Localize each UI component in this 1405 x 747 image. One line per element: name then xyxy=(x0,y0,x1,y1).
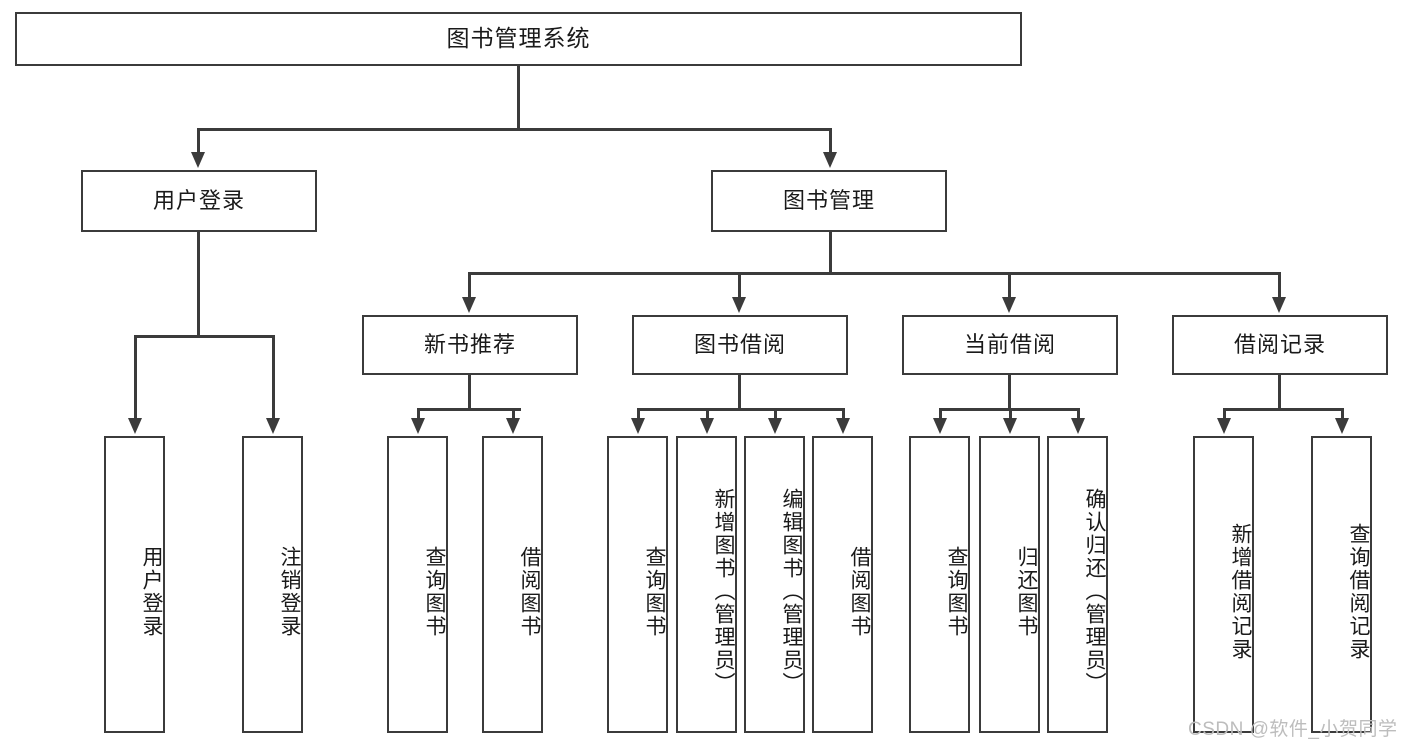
connector-borrow-record-stem xyxy=(1278,375,1281,408)
leaf-borrow-book-new-recommend[interactable]: 借阅图书 xyxy=(482,436,543,733)
connector-root-bar xyxy=(197,128,831,131)
connector-user-login-bar xyxy=(134,335,274,338)
leaf-logout[interactable]: 注销登录 xyxy=(242,436,303,733)
connector-current-borrow-leaf2 xyxy=(1009,408,1012,420)
connector-book-borrow-leaf3 xyxy=(774,408,777,420)
leaf-query-book-new-recommend[interactable]: 查询图书 xyxy=(387,436,448,733)
connector-root-to-book-management xyxy=(829,128,832,154)
connector-book-borrow-leaf2 xyxy=(706,408,709,420)
connector-root-to-user-login xyxy=(197,128,200,154)
arrow-to-new-book-recommend xyxy=(462,297,476,313)
arrow-to-leaf-logout xyxy=(266,418,280,434)
leaf-edit-book-admin[interactable]: 编辑图书（管理员） xyxy=(744,436,805,733)
connector-current-borrow-leaf3 xyxy=(1077,408,1080,420)
leaf-query-book-current[interactable]: 查询图书 xyxy=(909,436,970,733)
arrow-to-leaf-return-book xyxy=(1003,418,1017,434)
node-root-book-management-system[interactable]: 图书管理系统 xyxy=(15,12,1022,66)
arrow-to-user-login xyxy=(191,152,205,168)
csdn-watermark: CSDN @软件_小贺同学 xyxy=(1188,719,1398,740)
connector-new-book-leaf1 xyxy=(417,408,420,420)
leaf-query-book-borrow[interactable]: 查询图书 xyxy=(607,436,668,733)
arrow-to-leaf-confirm-return xyxy=(1071,418,1085,434)
arrow-to-book-management xyxy=(823,152,837,168)
connector-user-login-leaf1 xyxy=(134,335,137,420)
node-current-borrow[interactable]: 当前借阅 xyxy=(902,315,1118,375)
connector-current-borrow-bar xyxy=(939,408,1078,411)
connector-borrow-record-bar xyxy=(1223,408,1343,411)
connector-root-stem xyxy=(517,66,520,128)
connector-to-book-borrow xyxy=(738,272,741,299)
connector-borrow-record-leaf1 xyxy=(1223,408,1226,420)
leaf-borrow-book[interactable]: 借阅图书 xyxy=(812,436,873,733)
arrow-to-book-borrow xyxy=(732,297,746,313)
connector-book-borrow-leaf4 xyxy=(842,408,845,420)
node-borrow-record[interactable]: 借阅记录 xyxy=(1172,315,1388,375)
arrow-to-leaf-query-book-2 xyxy=(631,418,645,434)
arrow-to-leaf-edit-book xyxy=(768,418,782,434)
arrow-to-leaf-query-book-1 xyxy=(411,418,425,434)
connector-user-login-stem xyxy=(197,232,200,335)
connector-current-borrow-stem xyxy=(1008,375,1011,408)
leaf-confirm-return-admin[interactable]: 确认归还（管理员） xyxy=(1047,436,1108,733)
arrow-to-leaf-add-borrow-record xyxy=(1217,418,1231,434)
node-book-borrow[interactable]: 图书借阅 xyxy=(632,315,848,375)
connector-book-borrow-leaf1 xyxy=(637,408,640,420)
connector-to-current-borrow xyxy=(1008,272,1011,299)
node-new-book-recommend[interactable]: 新书推荐 xyxy=(362,315,578,375)
connector-book-borrow-stem xyxy=(738,375,741,408)
connector-book-management-bar xyxy=(468,272,1280,275)
arrow-to-leaf-user-login xyxy=(128,418,142,434)
connector-to-borrow-record xyxy=(1278,272,1281,299)
connector-to-new-book-recommend xyxy=(468,272,471,299)
arrow-to-leaf-query-borrow-record xyxy=(1335,418,1349,434)
connector-borrow-record-leaf2 xyxy=(1341,408,1344,420)
connector-current-borrow-leaf1 xyxy=(939,408,942,420)
arrow-to-leaf-query-book-3 xyxy=(933,418,947,434)
arrow-to-leaf-add-book xyxy=(700,418,714,434)
connector-new-book-stem xyxy=(468,375,471,408)
leaf-query-borrow-record[interactable]: 查询借阅记录 xyxy=(1311,436,1372,733)
connector-new-book-leaf2 xyxy=(512,408,515,420)
connector-user-login-leaf2 xyxy=(272,335,275,420)
leaf-user-login[interactable]: 用户登录 xyxy=(104,436,165,733)
leaf-add-book-admin[interactable]: 新增图书（管理员） xyxy=(676,436,737,733)
arrow-to-current-borrow xyxy=(1002,297,1016,313)
leaf-return-book[interactable]: 归还图书 xyxy=(979,436,1040,733)
arrow-to-borrow-record xyxy=(1272,297,1286,313)
connector-book-borrow-bar xyxy=(637,408,843,411)
node-book-management[interactable]: 图书管理 xyxy=(711,170,947,232)
leaf-add-borrow-record[interactable]: 新增借阅记录 xyxy=(1193,436,1254,733)
arrow-to-leaf-borrow-book-1 xyxy=(506,418,520,434)
arrow-to-leaf-borrow-book-2 xyxy=(836,418,850,434)
connector-new-book-bar xyxy=(417,408,521,411)
node-user-login[interactable]: 用户登录 xyxy=(81,170,317,232)
connector-book-management-stem xyxy=(829,232,832,272)
